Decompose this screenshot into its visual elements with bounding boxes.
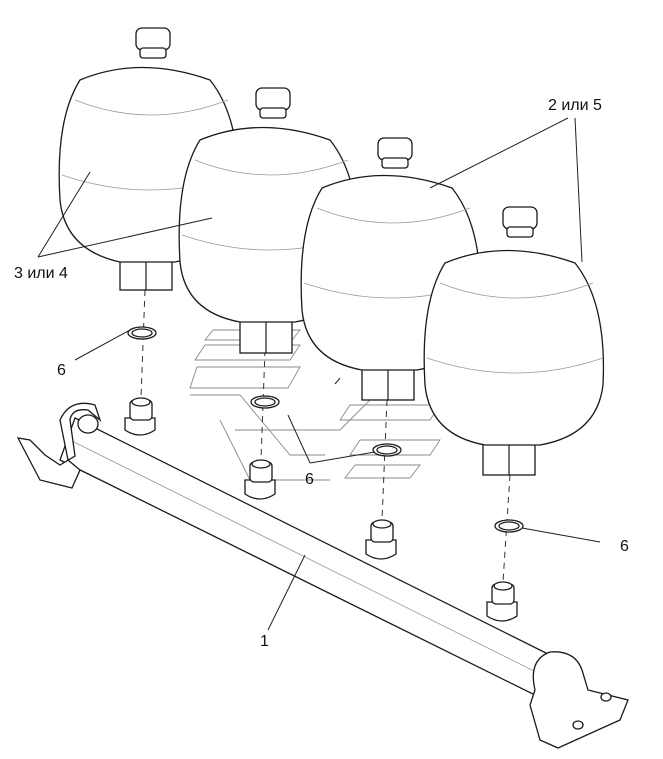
callout-6-right: 6 bbox=[620, 538, 629, 555]
sealing-ring-inner bbox=[254, 397, 276, 407]
tube-plug bbox=[77, 414, 99, 434]
callout-2-or-5: 2 или 5 bbox=[548, 97, 602, 114]
accumulator bbox=[423, 206, 605, 476]
cap bbox=[502, 206, 538, 230]
left-bracket bbox=[16, 402, 102, 489]
callout-3-or-4: 3 или 4 bbox=[14, 265, 68, 282]
callout-6-middle: 6 bbox=[305, 471, 314, 488]
callout-1: 1 bbox=[260, 633, 269, 650]
cap bbox=[377, 137, 413, 161]
callout-6-left: 6 bbox=[57, 362, 66, 379]
sealing-ring-inner bbox=[376, 445, 398, 455]
fitting bbox=[124, 397, 156, 436]
sealing-ring-inner bbox=[498, 521, 520, 531]
leader-lines bbox=[37, 117, 601, 631]
sealing-ring-inner bbox=[131, 328, 153, 338]
cap bbox=[135, 27, 171, 51]
cap bbox=[255, 87, 291, 111]
fitting bbox=[244, 459, 276, 500]
fitting bbox=[486, 581, 518, 622]
manifold-tube bbox=[16, 402, 629, 749]
bracket-hole bbox=[600, 692, 612, 702]
bracket-hole bbox=[572, 720, 584, 730]
sealing-rings bbox=[127, 326, 524, 533]
fittings bbox=[124, 397, 518, 622]
fitting bbox=[365, 519, 397, 560]
right-bracket bbox=[529, 651, 629, 749]
